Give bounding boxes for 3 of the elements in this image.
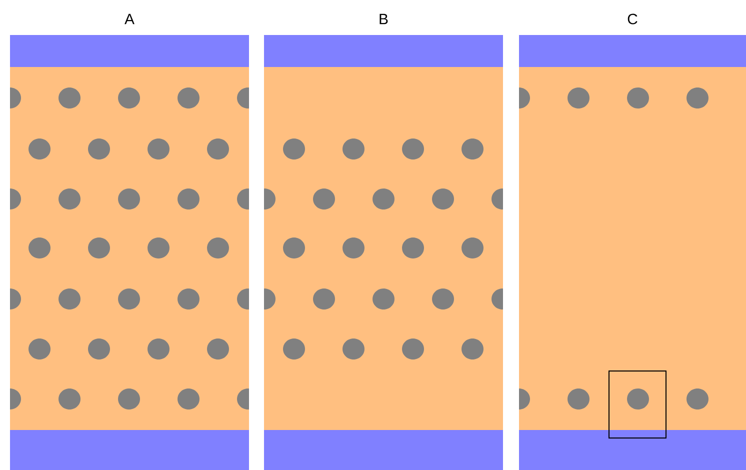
panel-label: A xyxy=(124,14,134,24)
panel-label: C xyxy=(628,14,638,24)
panel-label: B xyxy=(380,14,388,24)
